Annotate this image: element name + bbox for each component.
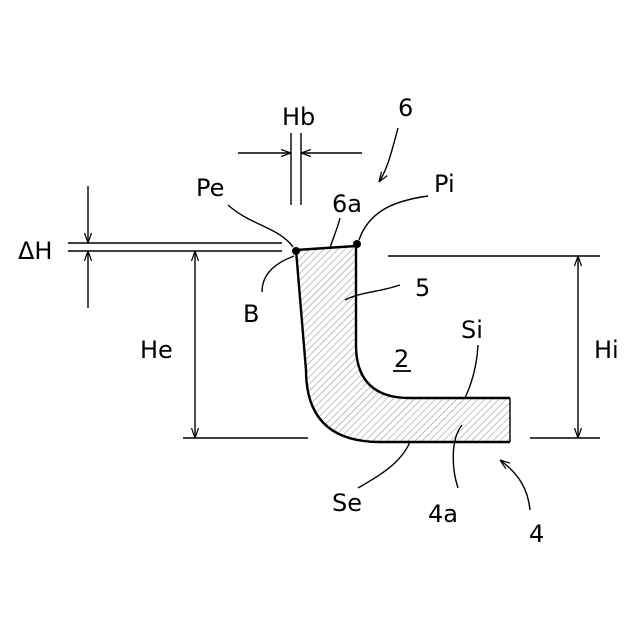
label-hb: Hb bbox=[282, 103, 315, 131]
label-b: B bbox=[243, 300, 259, 328]
label-si: Si bbox=[461, 316, 483, 344]
label-4: 4 bbox=[529, 520, 544, 548]
wall-inner-outline bbox=[356, 246, 510, 398]
label-he: He bbox=[140, 336, 173, 364]
label-hi: Hi bbox=[594, 336, 619, 364]
leader-pe bbox=[228, 205, 293, 247]
leader-si bbox=[465, 345, 478, 398]
leader-b bbox=[262, 256, 294, 292]
label-pe: Pe bbox=[196, 174, 224, 202]
label-2: 2 bbox=[394, 345, 409, 373]
leader-se bbox=[358, 442, 410, 488]
leader-pi bbox=[359, 196, 428, 240]
point-pi bbox=[353, 240, 361, 248]
point-pe bbox=[292, 247, 300, 255]
label-5: 5 bbox=[415, 274, 430, 302]
label-pi: Pi bbox=[434, 170, 455, 198]
label-6a: 6a bbox=[332, 190, 362, 218]
label-delta-h: ΔH bbox=[18, 237, 52, 265]
label-6: 6 bbox=[398, 94, 413, 122]
ref-arrow-4 bbox=[500, 460, 530, 510]
label-4a: 4a bbox=[428, 500, 458, 528]
ref-arrow-6 bbox=[379, 128, 398, 182]
leader-6a bbox=[330, 218, 340, 248]
wall-section bbox=[296, 246, 510, 442]
label-se: Se bbox=[332, 489, 362, 517]
